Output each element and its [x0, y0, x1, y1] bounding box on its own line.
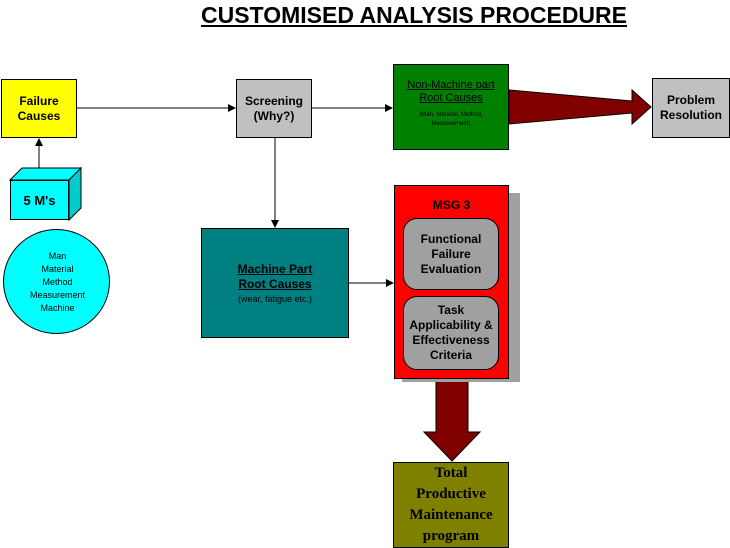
functional-line3: Evaluation — [420, 261, 482, 276]
non-machine-line2: Root Causes — [419, 92, 483, 104]
functional-line2: Failure — [431, 246, 471, 261]
tpm-box: Total Productive Maintenance program — [393, 462, 509, 548]
tpm-line2: Productive — [416, 486, 486, 502]
msg3-box: MSG 3 Functional Failure Evaluation Task… — [394, 185, 509, 379]
big-arrow-to-problem-resolution — [508, 88, 652, 126]
machine-part-line1: Machine Part — [237, 261, 313, 276]
failure-causes-line1: Failure — [19, 93, 59, 108]
task-line2: Applicability & — [409, 318, 493, 332]
screening-box: Screening (Why?) — [236, 79, 312, 138]
functional-failure-evaluation-box: Functional Failure Evaluation — [403, 218, 499, 290]
failure-causes-line2: Causes — [17, 108, 61, 123]
five-ms-item-measurement: Measurement — [29, 290, 86, 300]
functional-line1: Functional — [420, 231, 482, 246]
five-ms-circle: Man Material Method Measurement Machine — [3, 229, 110, 334]
non-machine-line1: Non-Machine part — [407, 79, 495, 91]
task-line1: Task — [437, 303, 465, 317]
machine-part-line2: Root Causes — [238, 276, 312, 291]
five-ms-item-machine: Machine — [40, 303, 75, 313]
five-ms-label: 5 M's — [10, 180, 69, 220]
problem-resolution-box: Problem Resolution — [652, 78, 730, 138]
task-line3: Effectiveness — [412, 333, 490, 347]
big-arrow-to-tpm — [422, 378, 482, 462]
page-title: CUSTOMISED ANALYSIS PROCEDURE — [201, 2, 627, 28]
machine-part-root-causes-box: Machine Part Root Causes (wear, fatigue … — [201, 228, 349, 338]
non-machine-detail-line2: Measurement) — [431, 121, 471, 127]
tpm-line3: Maintenance — [409, 507, 493, 523]
problem-resolution-line2: Resolution — [660, 108, 722, 122]
screening-line2: (Why?) — [253, 108, 295, 123]
non-machine-detail-line1: (Man, Material, Method, — [419, 112, 483, 118]
screening-line1: Screening — [244, 93, 304, 108]
five-ms-item-method: Method — [42, 277, 73, 287]
msg3-title: MSG 3 — [432, 198, 471, 212]
problem-resolution-line1: Problem — [666, 93, 715, 107]
tpm-line4: program — [422, 528, 480, 544]
non-machine-root-causes-box: Non-Machine part Root Causes (Man, Mater… — [393, 64, 509, 150]
machine-part-detail: (wear, fatigue etc.) — [237, 293, 313, 304]
tpm-line1: Total — [434, 465, 468, 481]
five-ms-item-material: Material — [41, 264, 74, 274]
task-line4: Criteria — [429, 348, 473, 362]
failure-causes-box: Failure Causes — [1, 79, 77, 138]
five-ms-item-man: Man — [48, 251, 67, 261]
task-applicability-box: Task Applicability & Effectiveness Crite… — [403, 296, 499, 370]
five-ms-cube-depth — [9, 167, 83, 222]
